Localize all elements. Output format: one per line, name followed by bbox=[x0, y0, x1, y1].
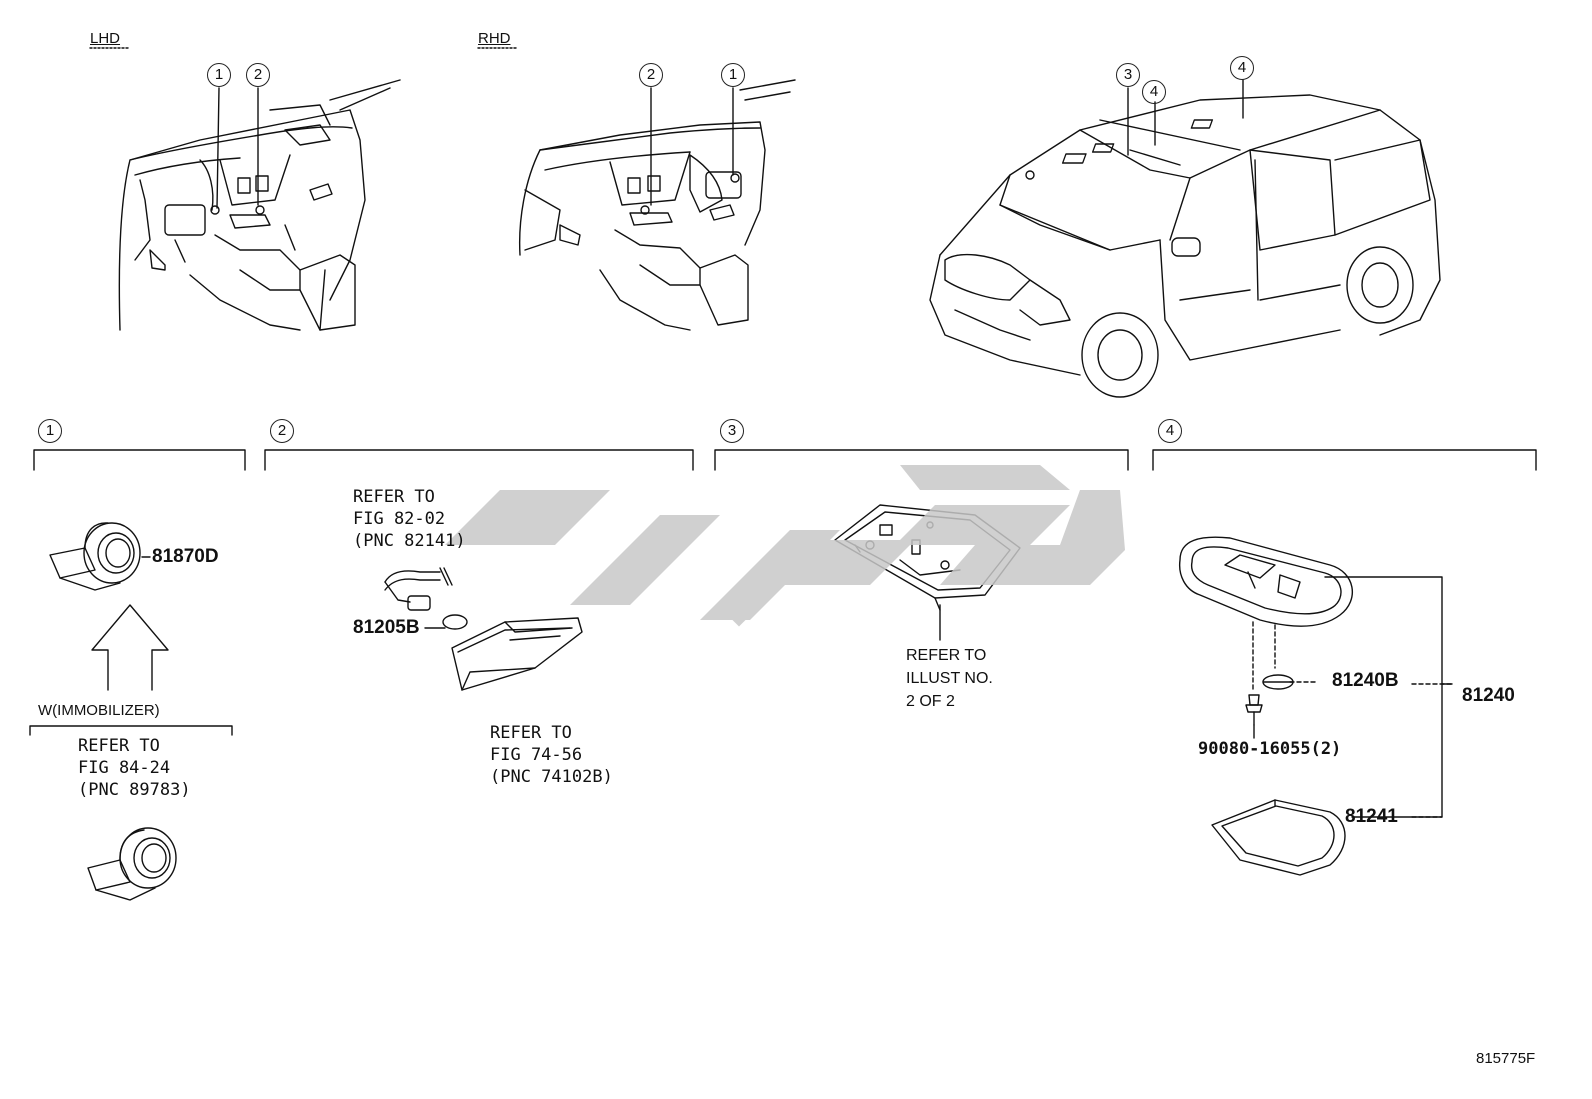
vehicle-illustration bbox=[929, 94, 1441, 398]
refer-note-section-2-bottom: REFER TO FIG 74-56 (PNC 74102B) bbox=[490, 723, 613, 787]
immobilizer-coil-bottom bbox=[87, 827, 177, 901]
upward-arrow bbox=[91, 604, 169, 691]
section-4-bracket bbox=[1152, 449, 1537, 471]
section-1-bracket bbox=[33, 449, 246, 471]
section-2-number: 2 bbox=[270, 419, 294, 443]
glove-box-lamp-housing bbox=[451, 617, 583, 691]
section-3-number: 3 bbox=[720, 419, 744, 443]
section-4-number: 4 bbox=[1158, 419, 1182, 443]
callout-1-rhd: 1 bbox=[721, 63, 745, 87]
callout-2-rhd: 2 bbox=[639, 63, 663, 87]
callout-3-vehicle: 3 bbox=[1116, 63, 1140, 87]
callout-4-vehicle-a: 4 bbox=[1142, 80, 1166, 104]
refer-note-section-1: REFER TO FIG 84-24 (PNC 89783) bbox=[78, 736, 191, 800]
part-number-81240: 81240 bbox=[1462, 685, 1515, 706]
part-number-81241: 81241 bbox=[1345, 806, 1398, 827]
refer-note-section-3: REFER TO ILLUST NO. 2 OF 2 bbox=[906, 647, 993, 710]
callout-2-lhd: 2 bbox=[246, 63, 270, 87]
immobilizer-coil-top bbox=[49, 522, 141, 591]
bulb-socket-wire bbox=[384, 567, 468, 630]
figure-id: 815775F bbox=[1476, 1050, 1536, 1067]
mounting-screw bbox=[1245, 694, 1263, 726]
watermark-logo bbox=[445, 465, 1125, 627]
section-2-bracket bbox=[264, 449, 694, 471]
callout-4-vehicle-b: 4 bbox=[1230, 56, 1254, 80]
option-label: W(IMMOBILIZER) bbox=[38, 702, 160, 719]
part-number-81240b: 81240B bbox=[1332, 670, 1399, 691]
option-bracket bbox=[29, 725, 233, 736]
part-number-81870d: 81870D bbox=[152, 546, 219, 567]
callout-1-lhd: 1 bbox=[207, 63, 231, 87]
part-number-81205b: 81205B bbox=[353, 617, 420, 638]
dome-lamp-lens bbox=[1211, 799, 1346, 876]
refer-note-section-2-top: REFER TO FIG 82-02 (PNC 82141) bbox=[353, 487, 466, 551]
rhd-heading: RHD bbox=[478, 30, 511, 47]
section-3-bracket bbox=[714, 449, 1129, 471]
part-number-90080-16055: 90080-16055(2) bbox=[1198, 739, 1342, 759]
dome-lamp-base bbox=[1178, 536, 1353, 627]
lhd-heading: LHD bbox=[90, 30, 121, 47]
section-1-number: 1 bbox=[38, 419, 62, 443]
lhd-dashboard-illustration bbox=[118, 79, 401, 331]
festoon-bulb bbox=[1262, 674, 1294, 690]
rhd-dashboard-illustration bbox=[518, 79, 796, 331]
